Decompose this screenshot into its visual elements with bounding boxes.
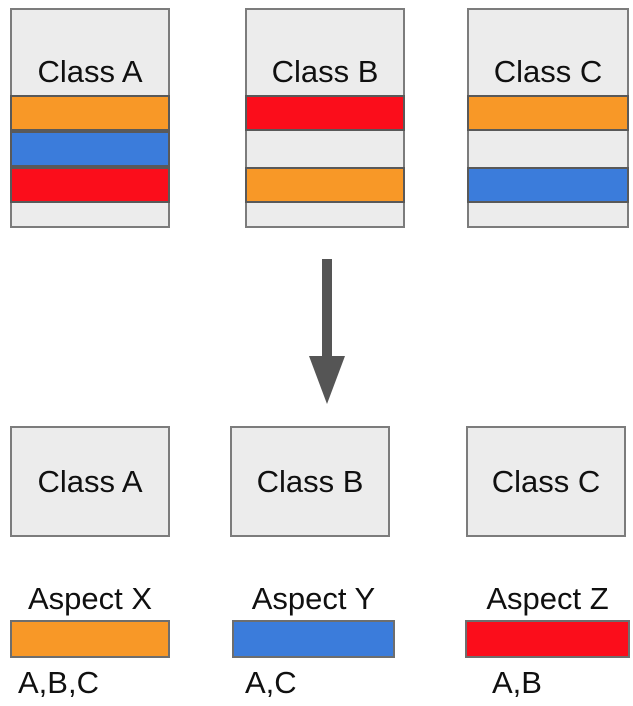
class-b-plain-title: Class B <box>256 464 364 499</box>
class-b-title: Class B <box>271 54 379 89</box>
aspect-y-color-bar <box>232 620 395 658</box>
class-a-bands <box>10 95 170 203</box>
aspect-x-members: A,B,C <box>18 665 99 700</box>
class-c-bands <box>467 95 629 203</box>
class-box-c-striped: Class C <box>467 8 629 228</box>
aspect-x-color-bar <box>10 620 170 658</box>
aspect-y-group: Aspect Y A,C <box>232 578 395 698</box>
aspect-z-color-bar <box>465 620 630 658</box>
class-box-c-plain: Class C <box>466 426 626 537</box>
class-box-a-striped: Class A <box>10 8 170 228</box>
blue-aspect-stripe <box>10 131 170 167</box>
empty-band <box>469 131 627 167</box>
orange-aspect-stripe <box>245 167 405 203</box>
class-a-title: Class A <box>37 54 143 89</box>
aspect-y-members: A,C <box>245 665 297 700</box>
class-box-b-striped: Class B <box>245 8 405 228</box>
class-b-bands <box>245 95 405 203</box>
class-c-title: Class C <box>493 54 603 89</box>
red-aspect-stripe <box>245 95 405 131</box>
aspect-x-group: Aspect X A,B,C <box>10 578 170 698</box>
orange-aspect-stripe <box>467 95 629 131</box>
class-box-a-plain: Class A <box>10 426 170 537</box>
class-c-plain-title: Class C <box>491 464 601 499</box>
empty-band <box>247 131 403 167</box>
aspect-x-label: Aspect X <box>27 581 153 616</box>
red-aspect-stripe <box>10 167 170 203</box>
class-a-plain-title: Class A <box>37 464 143 499</box>
aspect-y-label: Aspect Y <box>251 581 376 616</box>
aspect-z-group: Aspect Z A,B <box>465 578 630 698</box>
blue-aspect-stripe <box>467 167 629 203</box>
aspect-z-members: A,B <box>492 665 542 700</box>
down-arrow-icon <box>303 256 347 406</box>
orange-aspect-stripe <box>10 95 170 131</box>
class-box-b-plain: Class B <box>230 426 390 537</box>
aspect-z-label: Aspect Z <box>486 581 609 616</box>
